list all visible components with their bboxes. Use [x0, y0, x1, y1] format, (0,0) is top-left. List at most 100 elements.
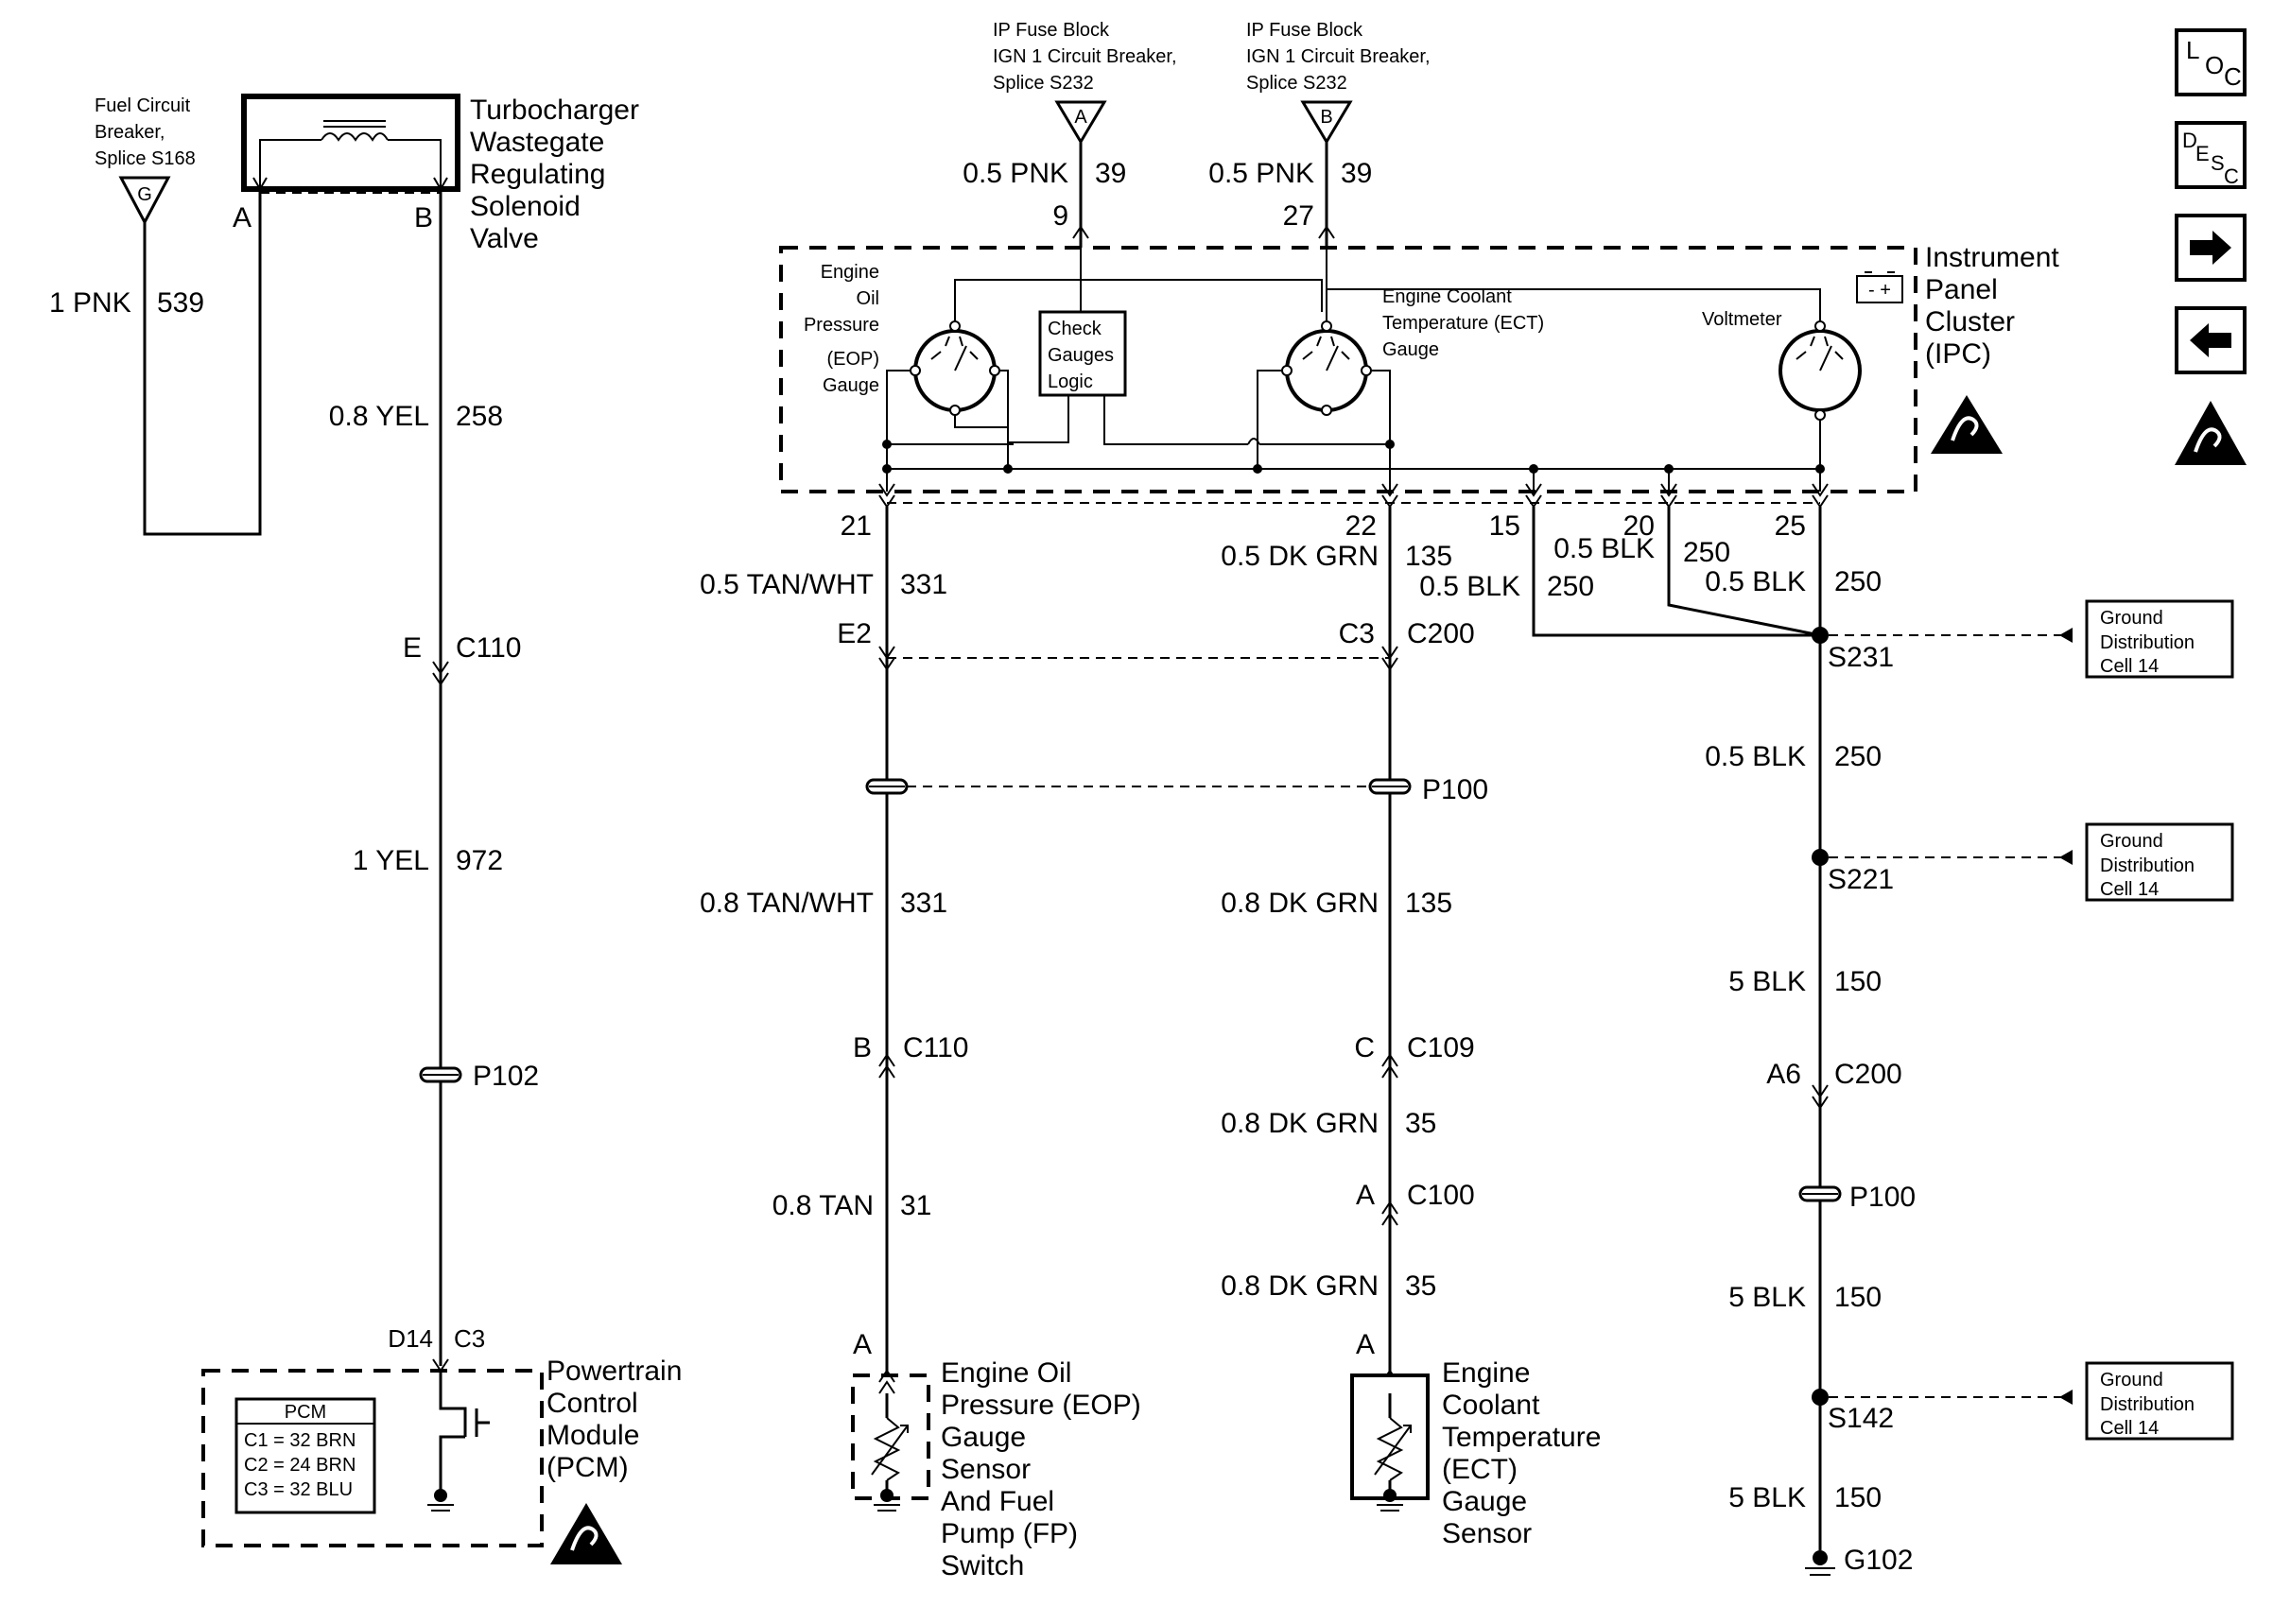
wire-blk-250-pin15	[1532, 507, 1820, 637]
ground-g102-label: G102	[1844, 1545, 1913, 1576]
wire-dg-135a-number: 135	[1405, 541, 1452, 572]
ect-sensor-label-4: (ECT)	[1442, 1454, 1518, 1485]
ect-sensor-label-6: Sensor	[1442, 1518, 1532, 1549]
ground-icon	[880, 1489, 894, 1502]
svg-text:Gauges: Gauges	[1048, 345, 1114, 366]
esd-warning-icon	[550, 1503, 622, 1564]
solenoid-label-5: Valve	[470, 223, 539, 254]
svg-text:Oil: Oil	[857, 288, 879, 309]
arrow-left-icon[interactable]	[2175, 306, 2247, 374]
ect-sensor-pin-a: A	[1356, 1329, 1375, 1360]
wire-dg-135b-number: 135	[1405, 888, 1452, 919]
pcm-table-title: PCM	[285, 1402, 326, 1423]
wire-blk-150c-number: 150	[1834, 1482, 1882, 1513]
svg-text:Ground: Ground	[2100, 1370, 2163, 1391]
ground-distribution-ref-1[interactable]: Ground Distribution Cell 14	[1829, 599, 2234, 679]
wire-tw-331a-color: 0.5 TAN/WHT	[700, 569, 874, 600]
connector-b-c110: C110	[903, 1032, 969, 1063]
wire-dg-35a-number: 35	[1405, 1108, 1436, 1139]
arrow-right-icon[interactable]	[2175, 214, 2247, 282]
ip-b-label-3: Splice S232	[1246, 73, 1347, 94]
loc-button[interactable]: L O C	[2175, 28, 2247, 96]
wire-blk-150b-number: 150	[1834, 1282, 1882, 1313]
eop-sensor-pin-a: A	[853, 1329, 872, 1360]
pcm-connector-table	[234, 1397, 376, 1514]
instrument-panel-cluster: Instrument Panel Cluster (IPC) Engine Oi…	[779, 242, 2059, 493]
wire-dg-35b-color: 0.8 DK GRN	[1221, 1270, 1379, 1302]
ect-sensor-label-3: Temperature	[1442, 1422, 1601, 1453]
svg-text:O: O	[2205, 51, 2224, 79]
ground-distribution-ref-3[interactable]: Ground Distribution Cell 14	[1829, 1361, 2234, 1441]
svg-text:L: L	[2186, 36, 2199, 64]
svg-text:Cell 14: Cell 14	[2100, 879, 2159, 900]
passthrough-p100-ground	[1798, 1185, 1842, 1202]
splice-s142-label: S142	[1828, 1403, 1894, 1434]
ipc-pin-22: 22	[1345, 510, 1377, 542]
svg-text:Check: Check	[1048, 319, 1102, 339]
connector-c110-e-symbol	[432, 661, 449, 686]
eop-sensor-label-4: Sensor	[941, 1454, 1031, 1485]
svg-text:C: C	[2224, 164, 2239, 188]
wire-dg-135a-color: 0.5 DK GRN	[1221, 541, 1379, 572]
connector-d14-c3: C3	[454, 1324, 485, 1353]
connector-c3-pin: C3	[1339, 618, 1375, 649]
ip-a-label-1: IP Fuse Block	[993, 20, 1110, 41]
wire-yel-972-color: 1 YEL	[353, 845, 429, 876]
ip-a-label-3: Splice S232	[993, 73, 1094, 94]
solenoid-label-2: Wastegate	[470, 127, 604, 158]
connector-d14-pin: D14	[388, 1324, 433, 1353]
wire-dg-35a-color: 0.8 DK GRN	[1221, 1108, 1379, 1139]
source-triangle-icon	[118, 176, 171, 226]
wire-blk-250b-number: 250	[1683, 537, 1730, 568]
battery-icon: - +	[1856, 271, 1903, 303]
ipc-pin-25: 25	[1775, 510, 1806, 542]
pcm-label-3: Module	[547, 1420, 639, 1451]
svg-text:Ground: Ground	[2100, 608, 2163, 629]
wire-blk-250a-number: 250	[1547, 571, 1594, 602]
solenoid-label-3: Regulating	[470, 159, 605, 190]
wire-blk-250b-color: 0.5 BLK	[1553, 533, 1655, 564]
wire-dg-35b-number: 35	[1405, 1270, 1436, 1302]
ground-icon	[434, 1489, 447, 1502]
splice-s231-dot	[1812, 627, 1829, 644]
wire-tw-331a-number: 331	[900, 569, 947, 600]
source-triangle-icon	[1054, 100, 1107, 145]
solenoid-pin-a: A	[233, 202, 252, 233]
ground-distribution-ref-2[interactable]: Ground Distribution Cell 14	[1829, 822, 2234, 902]
pcm-module: PCM C1 = 32 BRN C2 = 24 BRN C3 = 32 BLU …	[201, 1356, 682, 1547]
ip-a-label-2: IGN 1 Circuit Breaker,	[993, 46, 1177, 67]
connector-c3-c200: C200	[1407, 618, 1475, 649]
ipc-label-2: Panel	[1925, 274, 1998, 305]
ip-fuse-source-a: IP Fuse Block IGN 1 Circuit Breaker, Spl…	[993, 20, 1177, 145]
connector-c-pin: C	[1354, 1032, 1375, 1063]
ipc-pin-21: 21	[841, 510, 872, 542]
voltmeter-label: Voltmeter	[1702, 309, 1782, 330]
fuel-source-tag: G	[137, 184, 152, 205]
wire-blk-250d-color: 0.5 BLK	[1705, 741, 1806, 772]
svg-text:Gauge: Gauge	[823, 375, 879, 396]
ipc-label-4: (IPC)	[1925, 338, 1991, 370]
svg-text:D: D	[2182, 129, 2197, 152]
ect-sensor-label-5: Gauge	[1442, 1486, 1527, 1517]
ect-sensor: Engine Coolant Temperature (ECT) Gauge S…	[1350, 1357, 1601, 1549]
svg-text:Gauge: Gauge	[1382, 339, 1439, 360]
ground-icon	[1383, 1489, 1397, 1502]
connector-a6-c200: C200	[1834, 1059, 1902, 1090]
desc-button[interactable]: D E S C	[2175, 121, 2247, 189]
svg-text:Distribution: Distribution	[2100, 632, 2195, 653]
svg-text:Pressure: Pressure	[804, 315, 879, 336]
splice-s221-dot	[1812, 849, 1829, 866]
eop-sensor-label-5: And Fuel	[941, 1486, 1054, 1517]
fuel-source-label-3: Splice S168	[95, 148, 196, 169]
solenoid-label-1: Turbocharger	[470, 95, 639, 126]
wire-yel-258-number: 258	[456, 401, 503, 432]
svg-text:Cell 14: Cell 14	[2100, 656, 2159, 677]
source-triangle-icon	[1300, 100, 1353, 145]
eop-sensor-outline	[851, 1373, 930, 1500]
wire-tan-31-color: 0.8 TAN	[772, 1190, 874, 1221]
ipc-pin-27: 27	[1283, 200, 1314, 232]
fuel-source-label-1: Fuel Circuit	[95, 95, 191, 116]
esd-warning-icon	[2175, 401, 2247, 465]
connector-c-c109: C109	[1407, 1032, 1475, 1063]
